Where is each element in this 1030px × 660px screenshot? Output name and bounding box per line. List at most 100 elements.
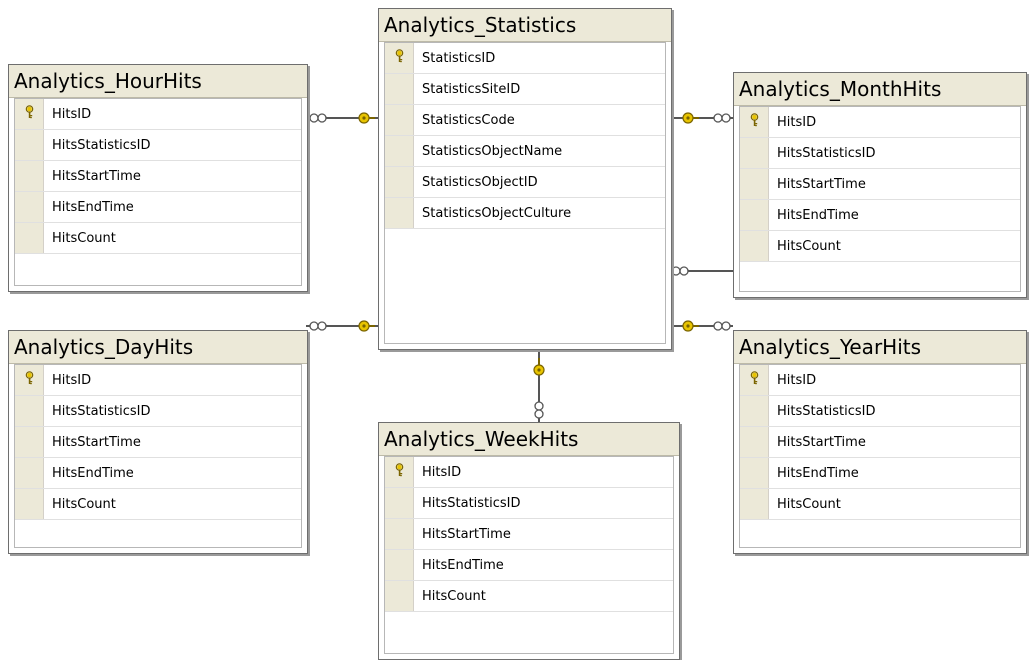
row-selector[interactable]: [15, 192, 44, 222]
row-selector[interactable]: [385, 581, 414, 611]
column-name: HitsStatisticsID: [777, 403, 876, 419]
row-selector[interactable]: [740, 138, 769, 168]
empty-row: [740, 262, 1020, 286]
relationship-line: [670, 320, 733, 332]
column-name: StatisticsObjectID: [422, 174, 538, 190]
row-selector[interactable]: [15, 458, 44, 488]
column-name: StatisticsObjectCulture: [422, 205, 572, 221]
column-row[interactable]: HitsCount: [15, 223, 301, 254]
row-selector[interactable]: [385, 488, 414, 518]
column-name: HitsCount: [52, 496, 116, 512]
column-row[interactable]: HitsEndTime: [15, 458, 301, 489]
relationship-line: [533, 348, 545, 422]
column-row[interactable]: HitsEndTime: [15, 192, 301, 223]
relationship-line: [670, 266, 733, 276]
column-name: HitsEndTime: [422, 557, 504, 573]
column-name: HitsID: [777, 372, 817, 388]
column-row[interactable]: HitsID: [740, 365, 1020, 396]
row-selector[interactable]: [740, 231, 769, 261]
column-row[interactable]: HitsStatisticsID: [15, 396, 301, 427]
row-selector[interactable]: [385, 457, 414, 487]
column-row[interactable]: HitsCount: [15, 489, 301, 520]
column-name: HitsCount: [777, 496, 841, 512]
column-row[interactable]: HitsStartTime: [15, 161, 301, 192]
column-name: HitsEndTime: [52, 465, 134, 481]
column-row[interactable]: HitsStartTime: [740, 169, 1020, 200]
row-selector[interactable]: [385, 198, 414, 228]
row-selector[interactable]: [385, 550, 414, 580]
column-name: HitsEndTime: [52, 199, 134, 215]
column-row[interactable]: StatisticsObjectName: [385, 136, 665, 167]
column-row[interactable]: HitsEndTime: [740, 200, 1020, 231]
column-name: HitsCount: [777, 238, 841, 254]
column-name: HitsStatisticsID: [52, 403, 151, 419]
column-name: HitsStatisticsID: [52, 137, 151, 153]
column-name: HitsID: [422, 464, 462, 480]
column-row[interactable]: HitsStatisticsID: [385, 488, 673, 519]
column-name: HitsStatisticsID: [777, 145, 876, 161]
column-name: HitsStartTime: [422, 526, 511, 542]
table-analytics-yearhits[interactable]: Analytics_YearHits HitsID HitsStatisticsI…: [733, 330, 1027, 554]
column-row[interactable]: HitsEndTime: [385, 550, 673, 581]
column-row[interactable]: StatisticsCode: [385, 105, 665, 136]
column-row[interactable]: HitsID: [385, 457, 673, 488]
row-selector[interactable]: [15, 396, 44, 426]
row-selector[interactable]: [385, 136, 414, 166]
row-selector[interactable]: [385, 43, 414, 73]
table-analytics-weekhits[interactable]: Analytics_WeekHits HitsID HitsStatisticsI…: [378, 422, 680, 660]
column-name: HitsStartTime: [52, 434, 141, 450]
empty-row: [385, 612, 673, 636]
row-selector[interactable]: [740, 396, 769, 426]
column-row[interactable]: StatisticsObjectID: [385, 167, 665, 198]
row-selector[interactable]: [385, 74, 414, 104]
column-row[interactable]: HitsCount: [740, 489, 1020, 520]
row-selector[interactable]: [385, 105, 414, 135]
column-row[interactable]: StatisticsSiteID: [385, 74, 665, 105]
relationship-line: [670, 112, 733, 124]
row-selector[interactable]: [740, 489, 769, 519]
row-selector[interactable]: [740, 107, 769, 137]
row-selector[interactable]: [385, 167, 414, 197]
column-row[interactable]: StatisticsID: [385, 43, 665, 74]
primary-key-icon: [394, 49, 405, 67]
column-row[interactable]: HitsStatisticsID: [740, 396, 1020, 427]
primary-key-icon: [749, 371, 760, 389]
table-analytics-monthhits[interactable]: Analytics_MonthHits HitsID HitsStatistics…: [733, 72, 1027, 298]
column-name: HitsID: [777, 114, 817, 130]
column-row[interactable]: HitsID: [15, 365, 301, 396]
column-row[interactable]: HitsID: [740, 107, 1020, 138]
row-selector[interactable]: [15, 365, 44, 395]
row-selector[interactable]: [15, 130, 44, 160]
row-selector[interactable]: [15, 223, 44, 253]
column-row[interactable]: StatisticsObjectCulture: [385, 198, 665, 229]
row-selector[interactable]: [740, 169, 769, 199]
column-row[interactable]: HitsCount: [385, 581, 673, 612]
table-title: Analytics_YearHits: [734, 331, 1026, 364]
table-title: Analytics_MonthHits: [734, 73, 1026, 106]
column-row[interactable]: HitsStartTime: [740, 427, 1020, 458]
row-selector[interactable]: [385, 519, 414, 549]
column-row[interactable]: HitsEndTime: [740, 458, 1020, 489]
row-selector[interactable]: [15, 489, 44, 519]
column-row[interactable]: HitsStatisticsID: [740, 138, 1020, 169]
column-row[interactable]: HitsID: [15, 99, 301, 130]
row-selector[interactable]: [15, 427, 44, 457]
row-selector[interactable]: [15, 99, 44, 129]
column-row[interactable]: HitsStartTime: [385, 519, 673, 550]
column-row[interactable]: HitsStatisticsID: [15, 130, 301, 161]
row-selector[interactable]: [740, 427, 769, 457]
row-selector[interactable]: [740, 458, 769, 488]
row-selector[interactable]: [15, 161, 44, 191]
column-row[interactable]: HitsStartTime: [15, 427, 301, 458]
column-row[interactable]: HitsCount: [740, 231, 1020, 262]
table-title: Analytics_WeekHits: [379, 423, 679, 456]
empty-row: [15, 254, 301, 278]
row-selector[interactable]: [740, 200, 769, 230]
row-selector[interactable]: [740, 365, 769, 395]
